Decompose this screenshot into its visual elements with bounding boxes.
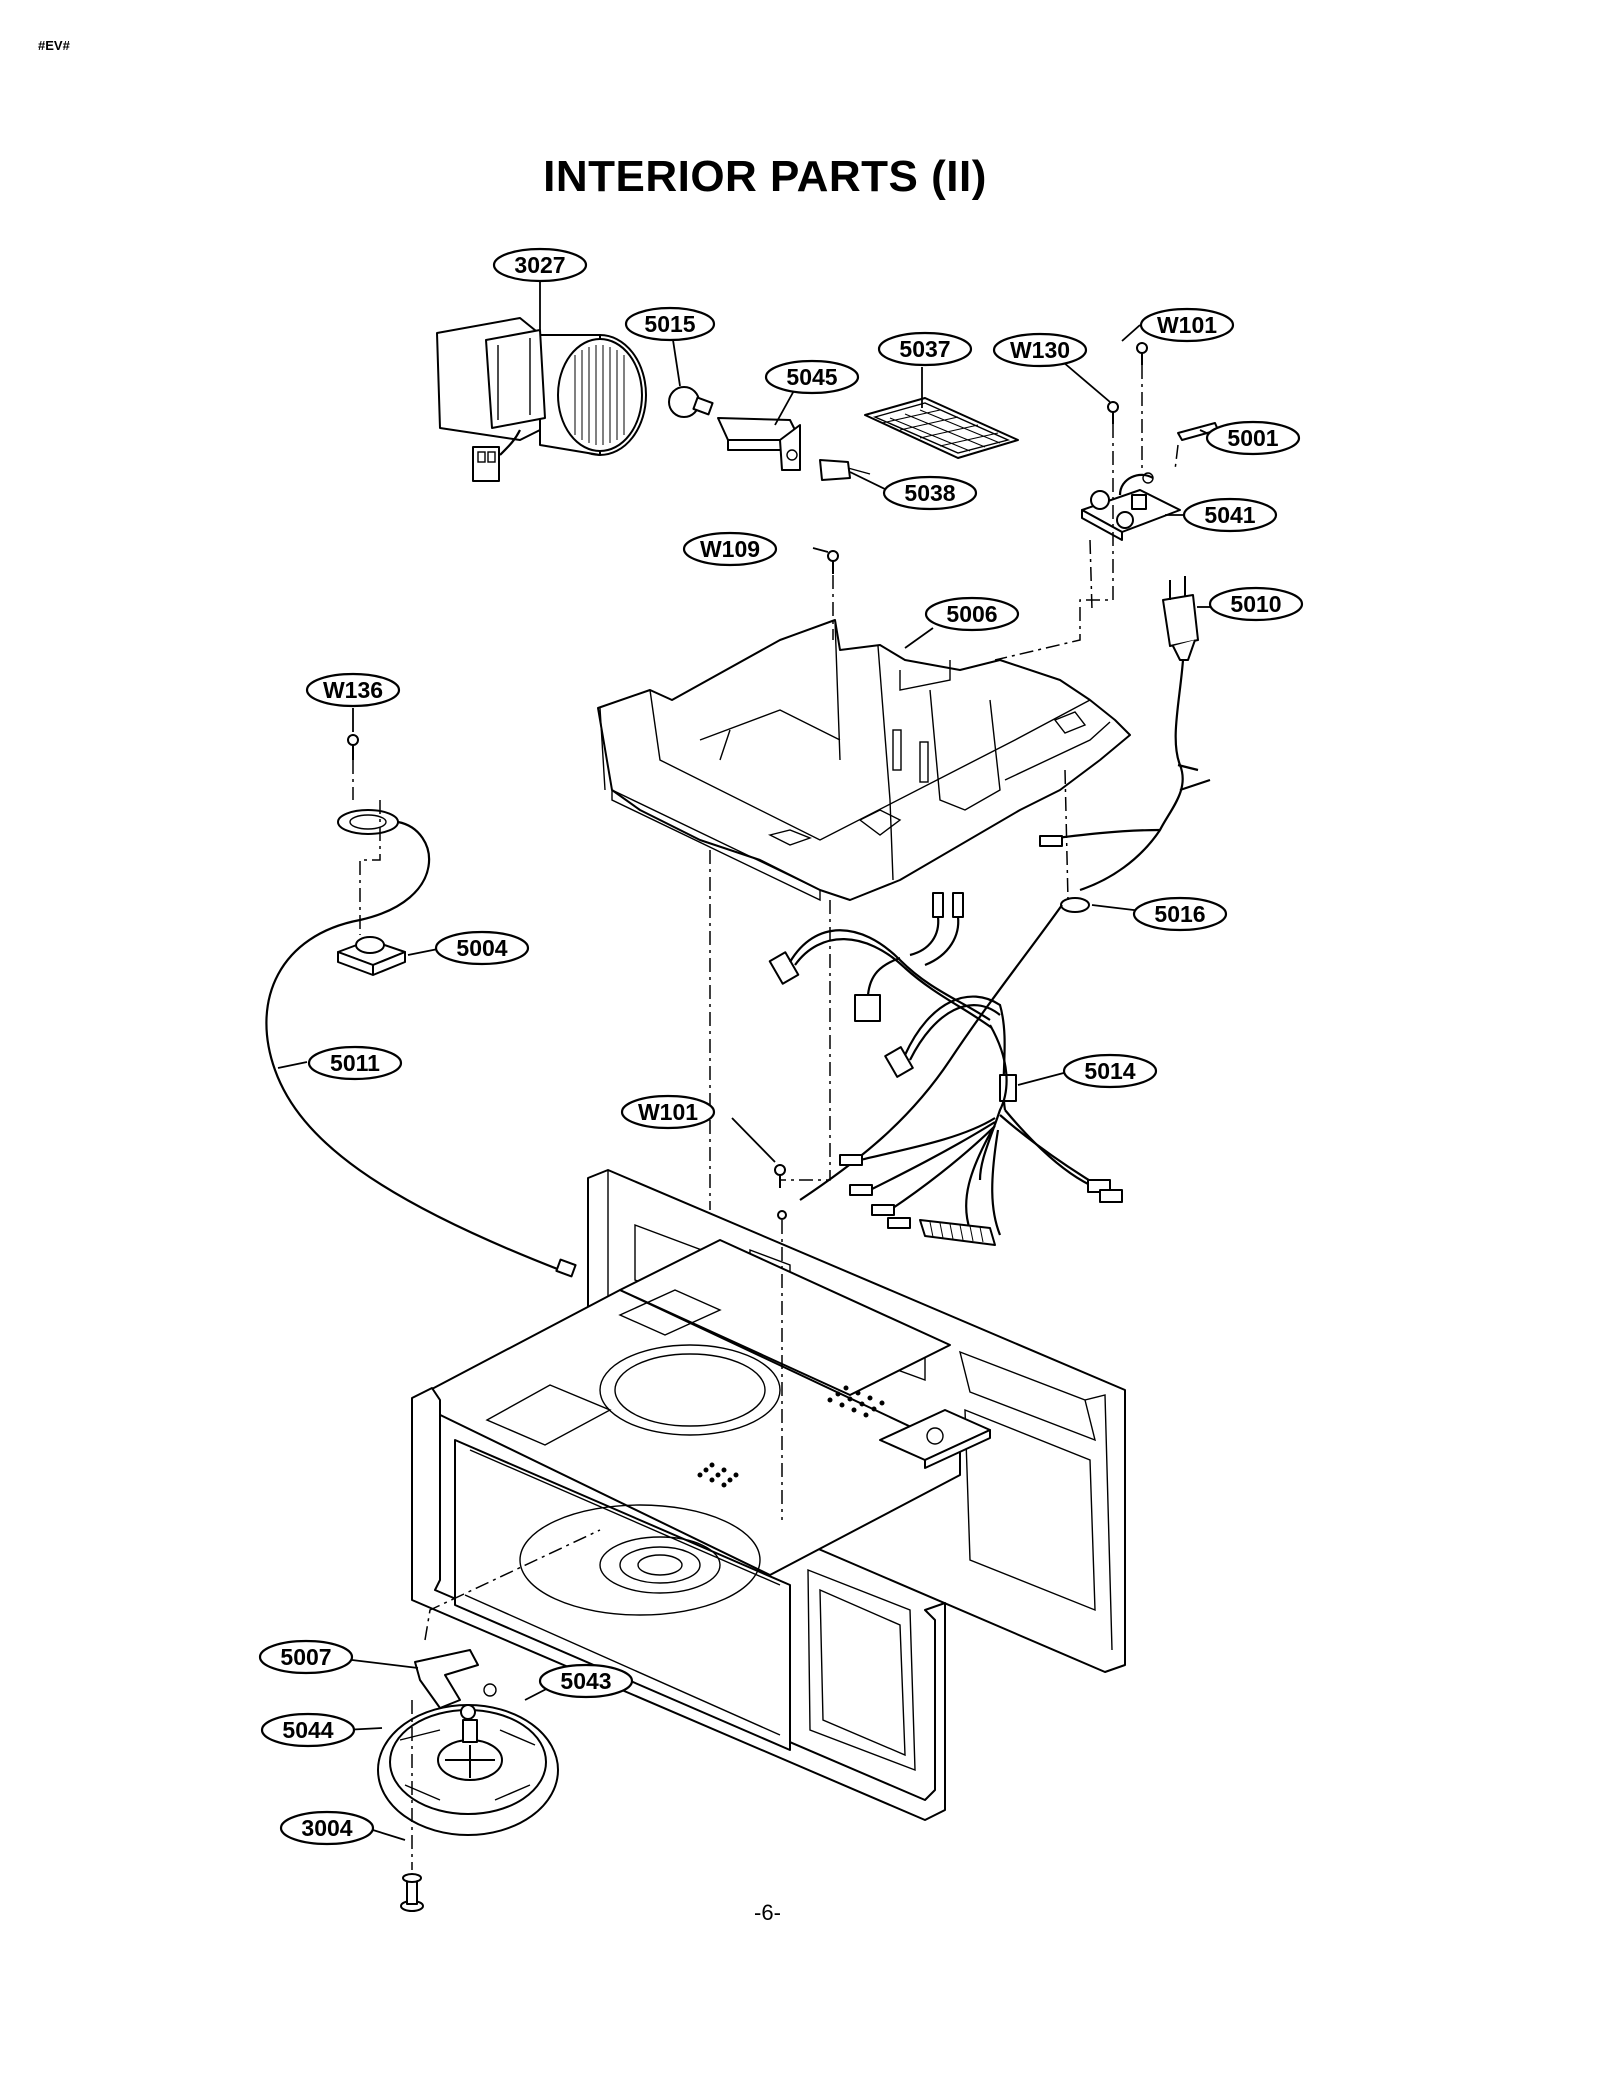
turntable-motor-5044 (377, 1704, 559, 1836)
screw-3004 (400, 1873, 424, 1912)
callout-5044: 5044 (260, 1712, 356, 1748)
svg-text:5001: 5001 (1227, 425, 1278, 451)
callout-5041: 5041 (1182, 497, 1278, 533)
lamp-bulb-5015 (668, 386, 714, 418)
alignment-lines (352, 365, 1179, 1870)
callout-5011: 5011 (307, 1045, 403, 1081)
svg-text:5004: 5004 (456, 935, 507, 961)
callout-5045: 5045 (764, 359, 860, 395)
svg-text:5045: 5045 (786, 364, 837, 390)
screw-w136 (347, 734, 359, 760)
callout-5001: 5001 (1205, 420, 1301, 456)
callout-w101-lower: W101 (620, 1094, 716, 1130)
page-title: INTERIOR PARTS (II) (543, 152, 987, 201)
svg-text:W101: W101 (638, 1099, 698, 1125)
filter-5037 (864, 397, 1019, 459)
callout-w130: W130 (992, 332, 1088, 368)
screws-top-right (1107, 342, 1148, 424)
callout-w136: W136 (305, 672, 401, 708)
lamp-bracket-5045 (717, 417, 801, 471)
base-plate-5006 (597, 619, 1131, 902)
leader-lines (277, 280, 1216, 1841)
callout-5016: 5016 (1132, 896, 1228, 932)
noise-filter-5041 (1081, 472, 1181, 541)
page-number: -6- (754, 1900, 781, 1925)
svg-text:5038: 5038 (904, 480, 955, 506)
screw-w101-lower (774, 1164, 787, 1220)
callout-5015: 5015 (624, 306, 716, 342)
svg-text:5041: 5041 (1204, 502, 1255, 528)
callout-w101-top: W101 (1139, 307, 1235, 343)
svg-text:W109: W109 (700, 536, 760, 562)
callout-3004: 3004 (279, 1810, 375, 1846)
header-code: #EV# (38, 38, 70, 53)
callout-5010: 5010 (1208, 586, 1304, 622)
callout-5038: 5038 (882, 475, 978, 511)
svg-text:5044: 5044 (282, 1717, 333, 1743)
svg-text:5037: 5037 (899, 336, 950, 362)
svg-text:W101: W101 (1157, 312, 1217, 338)
svg-text:5015: 5015 (644, 311, 695, 337)
svg-text:5043: 5043 (560, 1668, 611, 1694)
callout-5043: 5043 (538, 1663, 634, 1699)
svg-text:5014: 5014 (1084, 1058, 1135, 1084)
callout-5037: 5037 (877, 331, 973, 367)
svg-text:3027: 3027 (514, 252, 565, 278)
callout-5014: 5014 (1062, 1053, 1158, 1089)
svg-text:5007: 5007 (280, 1644, 331, 1670)
coupler-5007 (414, 1649, 497, 1709)
wire-harness-5014 (768, 892, 1123, 1246)
oven-cavity (411, 1169, 1126, 1821)
callout-5007: 5007 (258, 1639, 354, 1675)
svg-text:5011: 5011 (330, 1050, 380, 1076)
svg-text:3004: 3004 (301, 1815, 352, 1841)
svg-text:W136: W136 (323, 677, 383, 703)
callout-w109: W109 (682, 531, 778, 567)
sensor-cable-5011 (265, 820, 577, 1278)
lamp-socket-5038 (819, 459, 871, 481)
callout-5004: 5004 (434, 930, 530, 966)
sensor-5004 (337, 809, 406, 976)
screw-w109 (827, 550, 839, 574)
callout-3027: 3027 (492, 247, 588, 283)
svg-text:5006: 5006 (946, 601, 997, 627)
callout-5006: 5006 (924, 596, 1020, 632)
svg-text:W130: W130 (1010, 337, 1070, 363)
power-cord-5010 (1079, 576, 1211, 892)
blower-motor-3027 (436, 317, 647, 482)
svg-text:5016: 5016 (1154, 901, 1205, 927)
svg-text:5010: 5010 (1230, 591, 1281, 617)
